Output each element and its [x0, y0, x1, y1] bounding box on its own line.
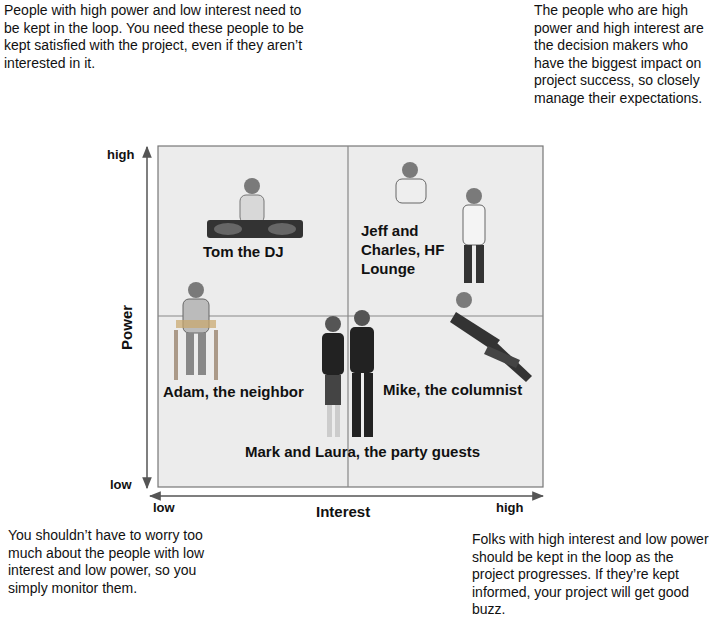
axis-title: Power — [119, 304, 138, 349]
neighbor-figure — [174, 282, 218, 380]
stakeholder-name: Mark and Laura, the party guests — [245, 443, 480, 462]
axis-tick: low — [110, 477, 132, 493]
columnist-figure — [450, 292, 532, 382]
axis-tick: high — [496, 500, 523, 516]
owner-figure — [396, 162, 426, 203]
power-axis — [146, 147, 148, 488]
guest-figure — [322, 316, 344, 437]
stakeholder-name: Mike, the columnist — [383, 381, 522, 400]
quadrant-note: You shouldn’t have to worry too much abo… — [8, 527, 230, 597]
axis-tick: high — [107, 147, 134, 163]
stakeholder-name: Adam, the neighbor — [163, 383, 304, 402]
stakeholder-name: Tom the DJ — [203, 243, 284, 262]
stakeholder-name: Jeff and Charles, HF Lounge — [361, 222, 457, 278]
guest-figure — [350, 310, 374, 437]
axis-tick: low — [153, 500, 175, 516]
quadrant-note: Folks with high interest and low power s… — [472, 531, 716, 619]
grid-divider — [158, 315, 543, 316]
grid-frame — [158, 146, 543, 487]
dj-figure — [207, 178, 303, 238]
axis-title: Interest — [316, 503, 370, 522]
quadrant-note: The people who are high power and high i… — [534, 2, 720, 107]
owner-figure — [463, 188, 485, 283]
quadrant-note: People with high power and low interest … — [4, 2, 304, 72]
interest-axis — [150, 495, 543, 497]
